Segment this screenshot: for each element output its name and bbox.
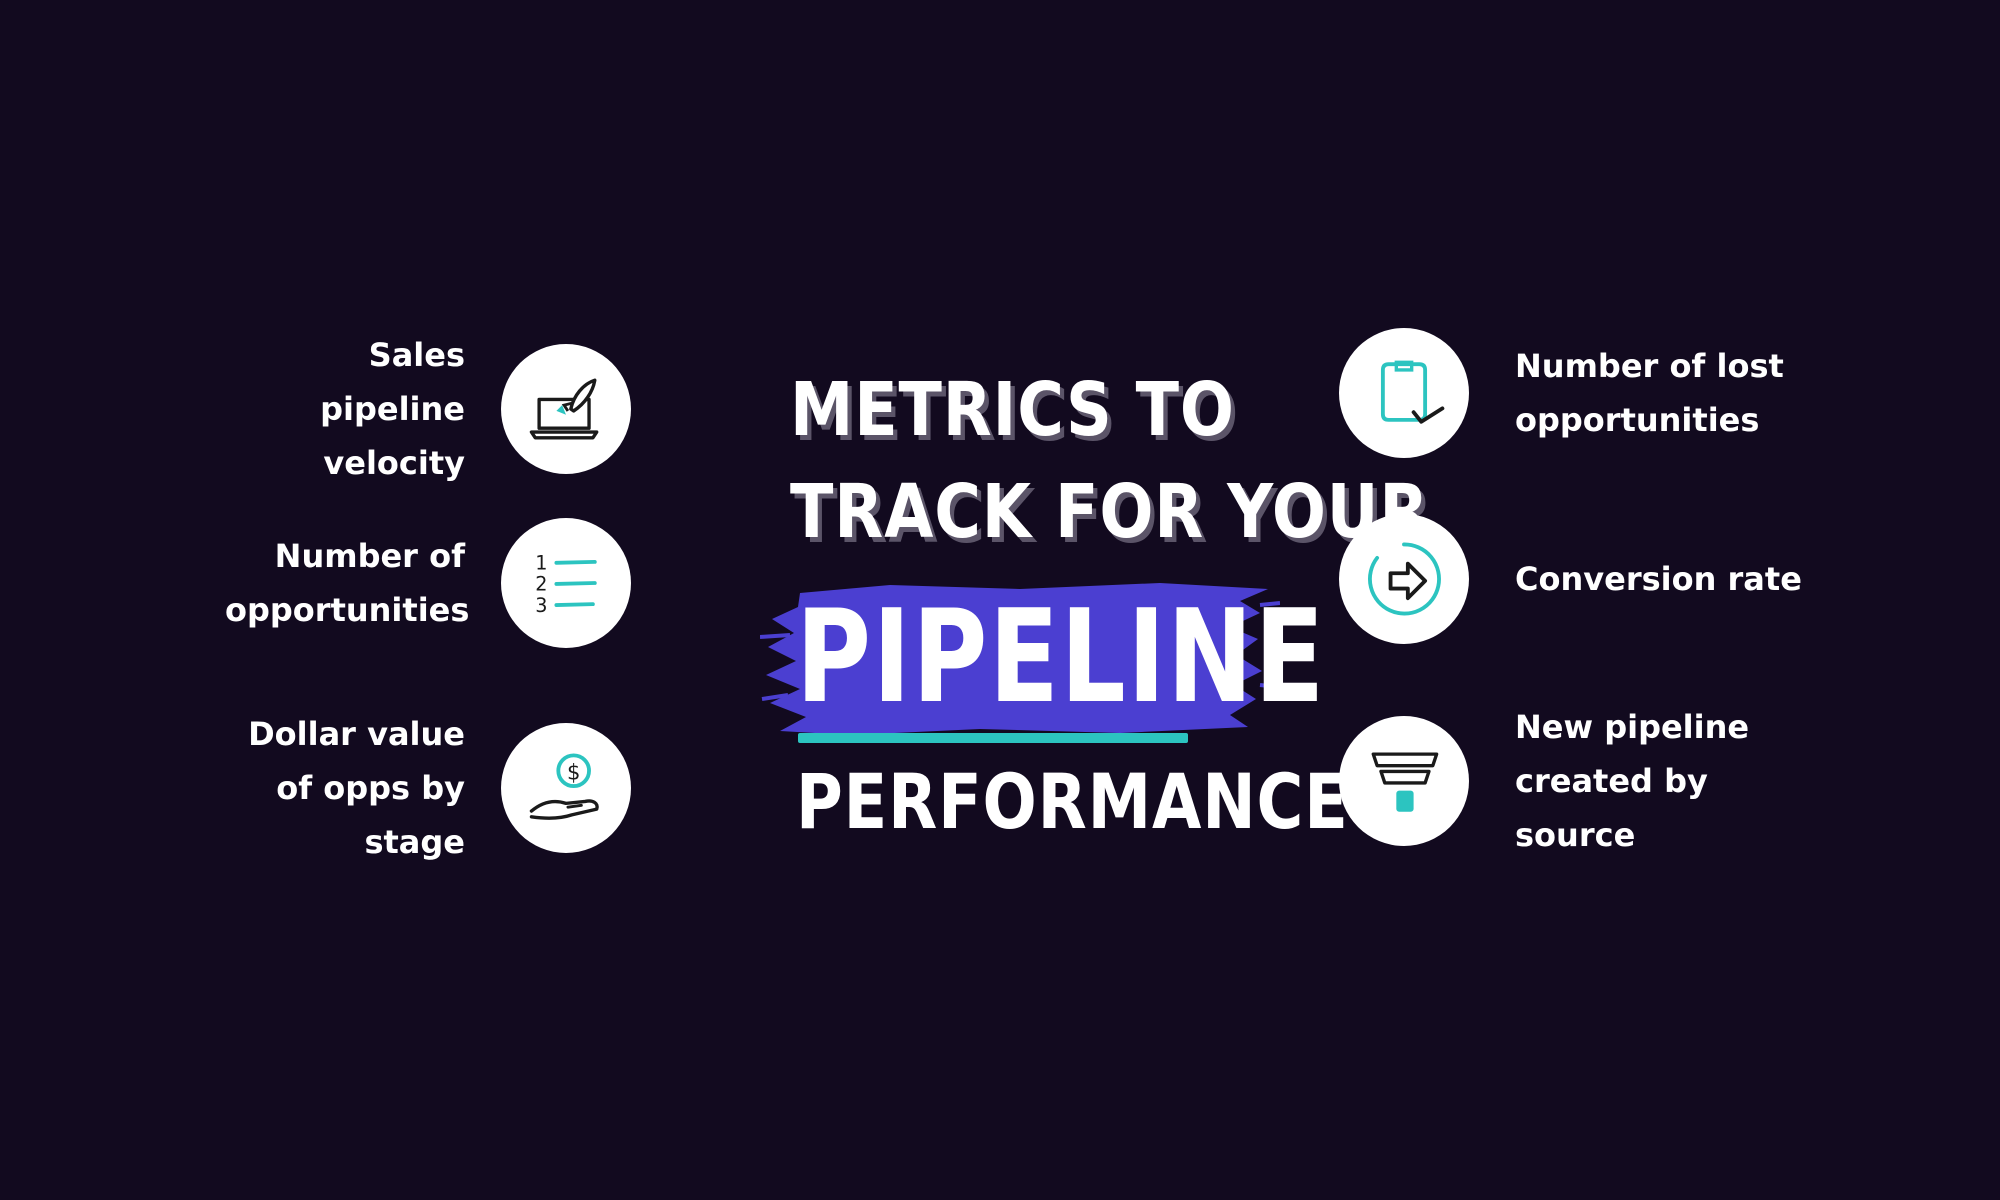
- metric-new-pipeline-by-source: New pipeline created by source: [1339, 700, 1835, 862]
- svg-text:3: 3: [535, 594, 547, 617]
- headline-underline: [798, 733, 1188, 743]
- metric-icon-circle: [1339, 514, 1469, 644]
- metric-label: Sales pipeline velocity: [320, 336, 465, 482]
- metric-number-of-opportunities: Number of opportunities 1 2 3: [225, 518, 631, 648]
- metric-label: Conversion rate: [1515, 560, 1802, 598]
- svg-text:2: 2: [535, 573, 547, 596]
- metric-icon-circle: $: [501, 723, 631, 853]
- metric-number-of-lost-opportunities: Number of lost opportunities: [1339, 328, 1835, 458]
- metric-icon-circle: 1 2 3: [501, 518, 631, 648]
- metric-icon-circle: [1339, 328, 1469, 458]
- brush-stroke-highlight: [760, 583, 1280, 735]
- metric-conversion-rate: Conversion rate: [1339, 514, 1835, 644]
- metric-label: New pipeline created by source: [1515, 708, 1750, 854]
- headline-line-4: PERFORMANCE: [796, 757, 1349, 846]
- clipboard-check-icon: [1380, 360, 1445, 424]
- svg-text:1: 1: [535, 552, 547, 575]
- numbered-list-icon: 1 2 3: [535, 552, 597, 617]
- funnel-icon: [1371, 752, 1439, 812]
- circular-arrow-icon: [1368, 542, 1441, 616]
- laptop-rocket-icon: [529, 378, 599, 440]
- metric-dollar-value-by-stage: Dollar value of opps by stage $: [225, 707, 631, 869]
- metric-label: Number of lost opportunities: [1515, 347, 1784, 439]
- metric-icon-circle: [501, 344, 631, 474]
- hand-coin-icon: $: [529, 753, 599, 820]
- metric-label: Dollar value of opps by stage: [248, 715, 465, 861]
- headline-line-1: METRICS TO: [790, 367, 1235, 453]
- metric-icon-circle: [1339, 716, 1469, 846]
- metric-label: Number of opportunities: [225, 537, 470, 629]
- svg-text:$: $: [567, 759, 580, 784]
- headline-line-2: TRACK FOR YOUR: [790, 469, 1430, 555]
- metric-sales-pipeline-velocity: Sales pipeline velocity: [225, 328, 631, 490]
- headline-highlight: PIPELINE: [796, 583, 1326, 732]
